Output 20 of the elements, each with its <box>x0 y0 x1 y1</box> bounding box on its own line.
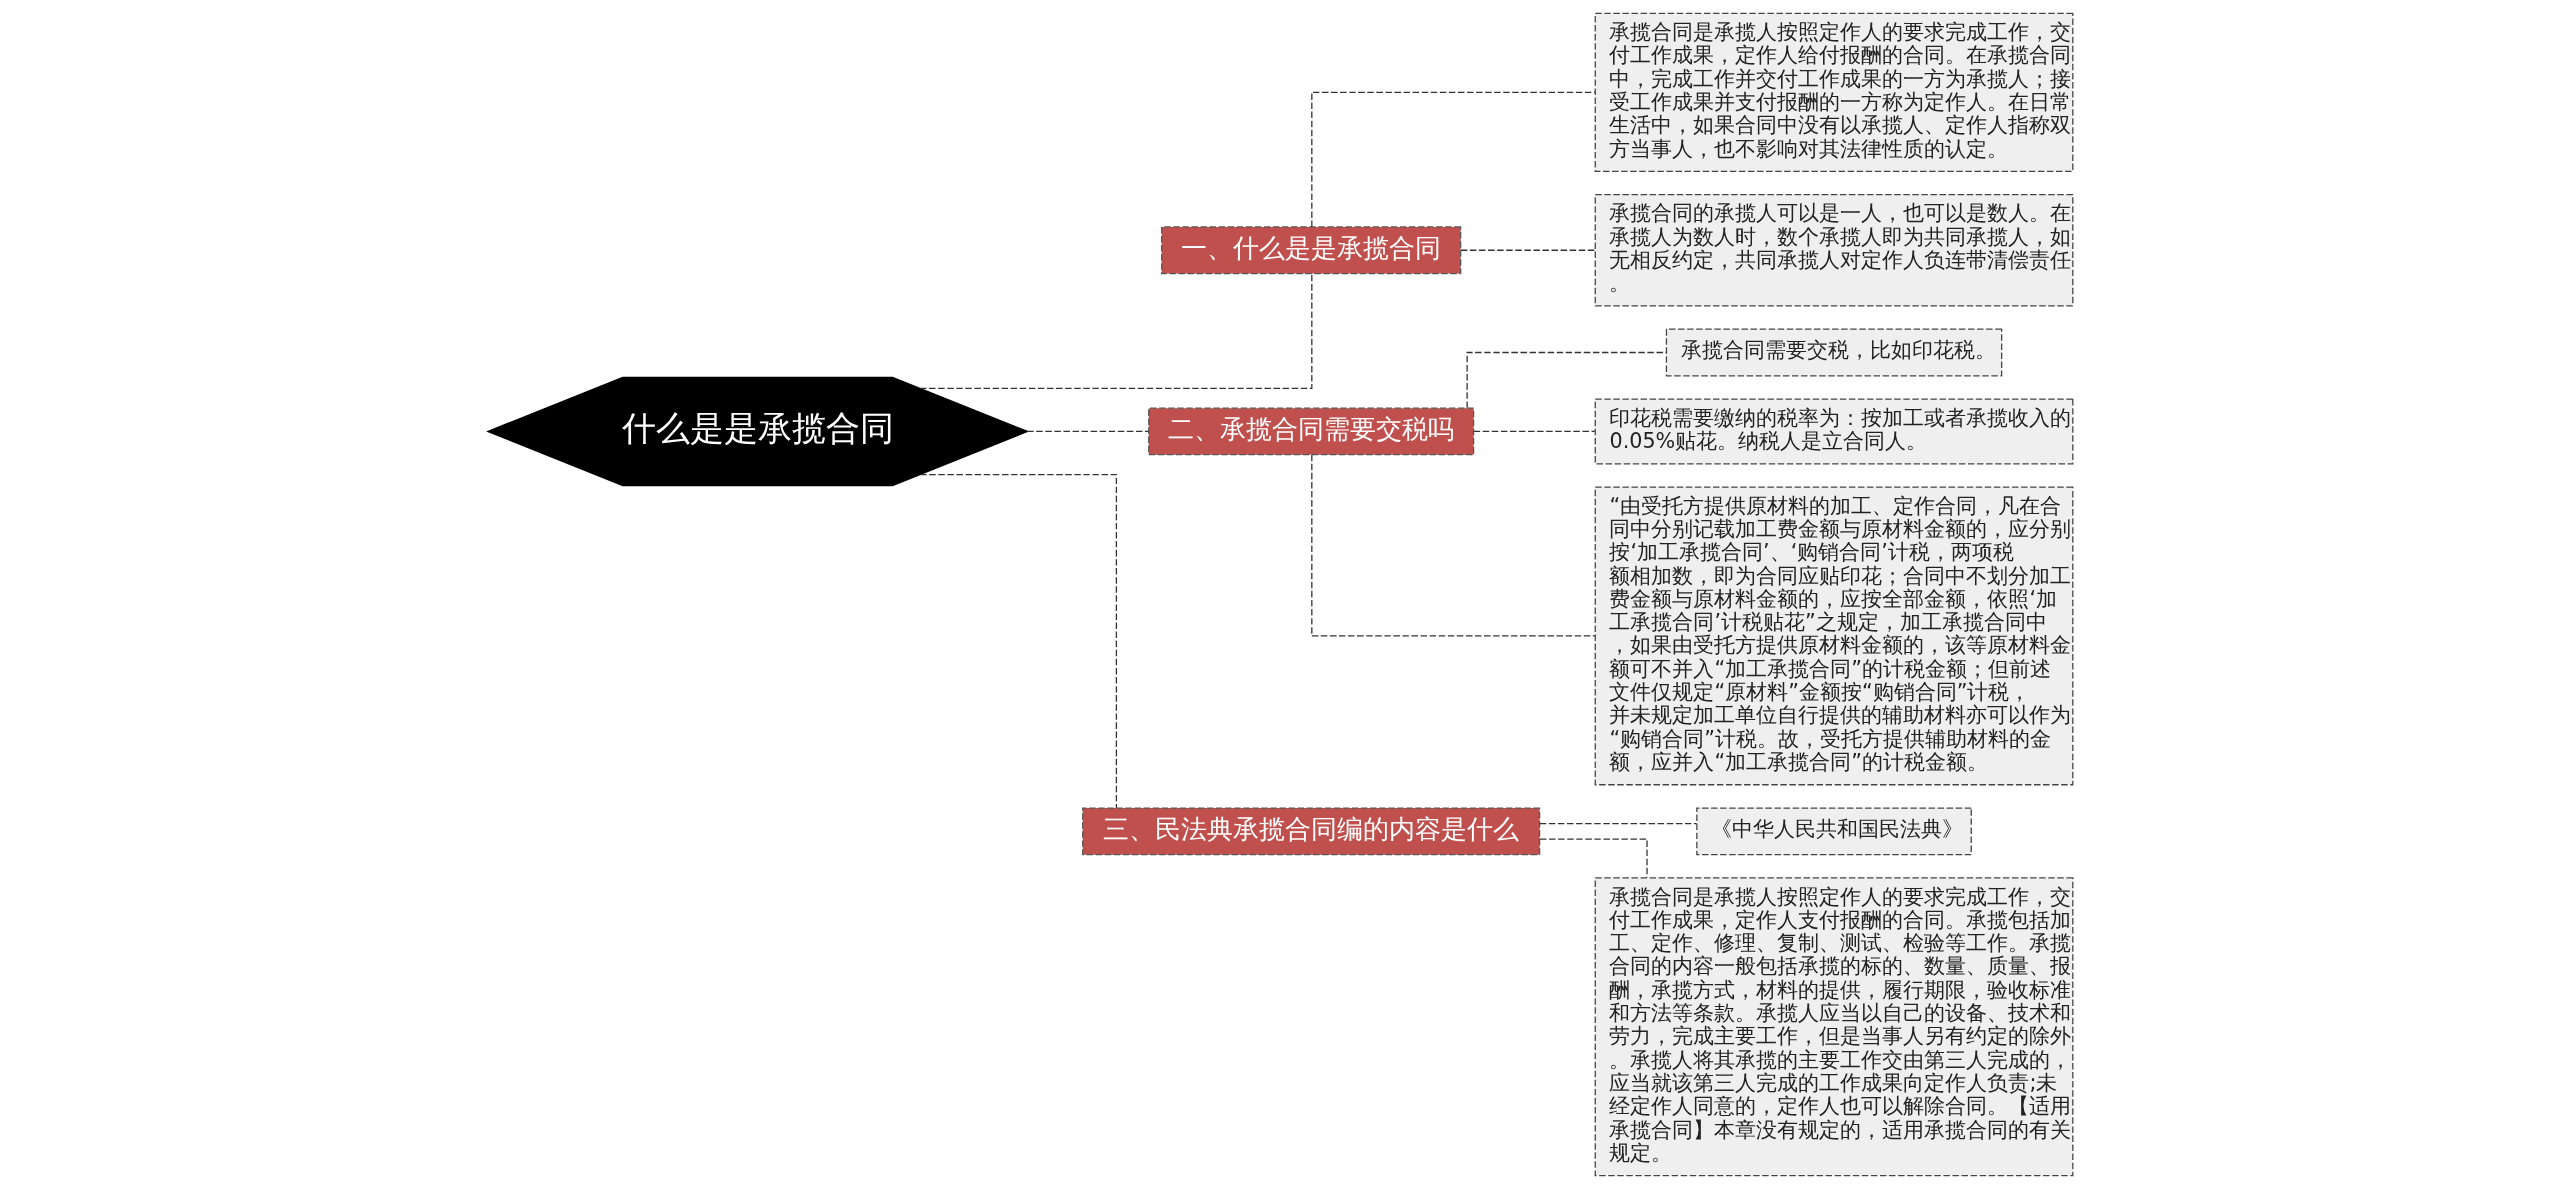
node-box: 承揽合同是承揽人按照定作人的要求完成工作，交付工作成果，定作人给付报酬的合同。在承揽合同中，完成工作并交付工作成果的一方为承揽人；接受工作成果并支付报酬的一方称为定作人。在日常生活中，如果合同中没有以承揽人、定作人指称双方当事人，也不影响对其法律性质的认定。 <box>1594 12 2073 172</box>
node-box: 承揽合同需要交税，比如印花税。 <box>1665 328 2002 377</box>
node-box: 一、什么是是承揽合同 <box>1160 226 1461 275</box>
connector <box>1310 91 1596 228</box>
connector <box>1472 430 1595 433</box>
connector <box>1310 454 1596 637</box>
node-box: 《中华人民共和国民法典》 <box>1695 807 1972 856</box>
node-box: “由受托方提供原材料的加工、定作合同，凡在合同中分别记载加工费金额与原材料金额的，应分别按‘加工承揽合同’、‘购销合同’计税，两项税额相加数，即为合同应贴印花；合同中不划分加工费金额与原材料金额的，应按全部金额，依照‘加工承揽合同’计税贴花”之规定，加工承揽合同中，如果由受托方提供原材料金额的，该等原材料金额可不并入“加工承揽合同”的计税金额；但前述文件仅规定“原材料”金额按“购销合同”计税，并未规定加工单位自行提供的辅助材料亦可以作为“购销合同”计税。故，受托方提供辅助材料的金额，应并入“加工承揽合同”的计税金额。 <box>1594 486 2073 786</box>
connector <box>1025 430 1149 433</box>
node-box: 承揽合同的承揽人可以是一人，也可以是数人。在承揽人为数人时，数个承揽人即为共同承揽人，如无相反约定，共同承揽人对定作人负连带清偿责任。 <box>1594 193 2073 307</box>
connector <box>1538 838 1648 879</box>
connector <box>1466 351 1667 409</box>
connector <box>1538 822 1697 825</box>
node-box: 三、民法典承揽合同编的内容是什么 <box>1081 807 1540 856</box>
node-box: 印花税需要缴纳的税率为：按加工或者承揽收入的0.05%贴花。纳税人是立合同人。 <box>1594 398 2073 465</box>
connector <box>1459 249 1595 251</box>
connector <box>919 473 1117 809</box>
connector <box>919 273 1312 389</box>
node-box: 承揽合同是承揽人按照定作人的要求完成工作，交付工作成果，定作人支付报酬的合同。承揽包括加工、定作、修理、复制、测试、检验等工作。承揽合同的内容一般包括承揽的标的、数量、质量、报酬，承揽方式，材料的提供，履行期限，验收标准和方法等条款。承揽人应当以自己的设备、技术和劳力，完成主要工作，但是当事人另有约定的除外。承揽人将其承揽的主要工作交由第三人完成的，应当就该第三人完成的工作成果向定作人负责;未经定作人同意的，定作人也可以解除合同。【适用承揽合同】本章没有规定的，适用承揽合同的有关规定。 <box>1594 877 2073 1177</box>
node-box: 二、承揽合同需要交税吗 <box>1147 407 1474 456</box>
